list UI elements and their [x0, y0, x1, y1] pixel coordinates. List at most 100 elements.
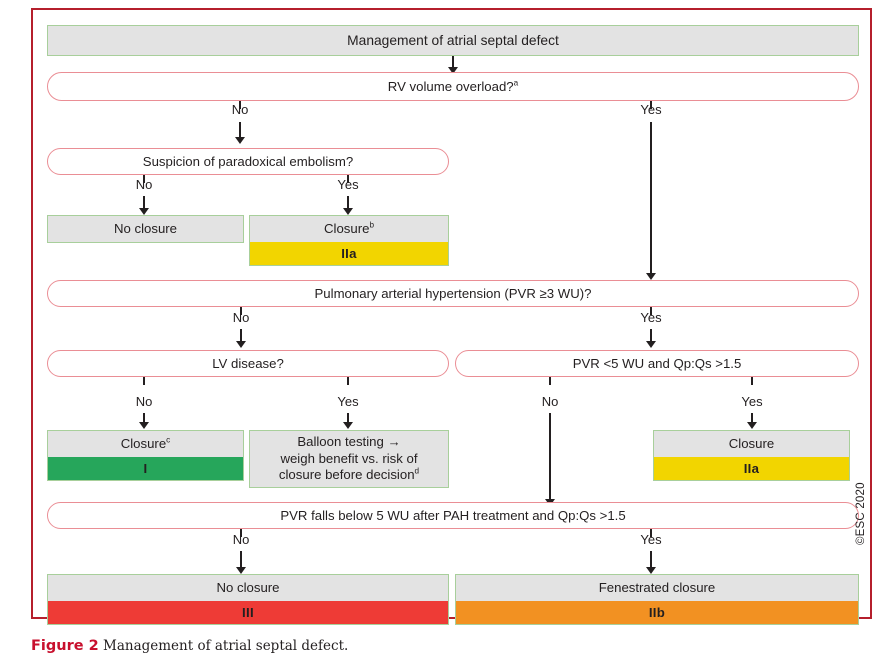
decision-pvr-text: PVR <5 WU and Qp:Qs >1.5	[572, 355, 742, 371]
outcome-no-closure-2-text: No closure	[216, 579, 280, 595]
copyright-notice: ©ESC 2020	[855, 482, 867, 545]
figure-number: Figure 2	[31, 638, 99, 654]
connector-rv-yes-long	[650, 122, 652, 275]
stub-pah-no	[240, 307, 242, 315]
connector-title-to-rv	[452, 56, 454, 69]
figure-caption: Figure 2 Management of atrial septal def…	[31, 638, 348, 654]
branch-label-falls-yes: Yes	[640, 532, 662, 547]
branch-label-lv-yes: Yes	[337, 394, 359, 409]
stub-rv-no	[239, 101, 241, 109]
outcome-no-closure-1[interactable]: No closure	[47, 215, 244, 243]
arrowhead-title-to-rv	[448, 67, 458, 74]
outcome-closure-c-body: Closurec	[48, 431, 243, 457]
branch-label-pah-no: No	[232, 310, 250, 325]
arrowhead-pah-no	[236, 341, 246, 348]
outcome-fenestrated-closure-body: Fenestrated closure	[456, 575, 858, 601]
figure-caption-body: Management of atrial septal defect.	[103, 638, 349, 654]
arrowhead-pvr-yes	[747, 422, 757, 429]
outcome-closure-b-text: Closure	[324, 220, 370, 236]
connector-embolism-yes	[347, 196, 349, 210]
connector-rv-no	[239, 122, 241, 139]
outcome-closure-c-sup: c	[166, 435, 171, 445]
status-badge-class-IIa-2: IIa	[654, 457, 849, 480]
stub-rv-yes	[650, 101, 652, 109]
outcome-closure-b-body: Closureb	[250, 216, 448, 242]
outcome-no-closure-1-text: No closure	[113, 220, 178, 236]
stub-pah-yes	[650, 307, 652, 315]
arrowhead-falls-no	[236, 567, 246, 574]
outcome-closure-right[interactable]: Closure IIa	[653, 430, 850, 481]
connector-pvr-no-long	[549, 413, 551, 501]
decision-lv-text: LV disease?	[212, 355, 284, 371]
outcome-closure-right-body: Closure	[654, 431, 849, 457]
stub-pvr-no	[549, 377, 551, 385]
arrowhead-pah-yes	[646, 341, 656, 348]
decision-embolism-text: Suspicion of paradoxical embolism?	[142, 153, 354, 169]
branch-label-pvr-no: No	[541, 394, 559, 409]
arrowhead-embolism-yes	[343, 208, 353, 215]
outcome-no-closure-2-body: No closure	[48, 575, 448, 601]
decision-pvr-falls-below-5wu[interactable]: PVR falls below 5 WU after PAH treatment…	[47, 502, 859, 529]
connector-falls-yes	[650, 551, 652, 569]
outcome-no-closure-2[interactable]: No closure III	[47, 574, 449, 625]
outcome-closure-right-text: Closure	[728, 435, 775, 451]
arrowhead-rv-no	[235, 137, 245, 144]
connector-pah-no	[240, 329, 242, 343]
arrowhead-lv-yes	[343, 422, 353, 429]
stub-lv-no	[143, 377, 145, 385]
status-badge-class-IIb: IIb	[456, 601, 858, 624]
branch-label-pvr-yes: Yes	[741, 394, 763, 409]
branch-label-embolism-yes: Yes	[337, 177, 359, 192]
outcome-closure-b[interactable]: Closureb IIa	[249, 215, 449, 266]
decision-pvr-qpqs[interactable]: PVR <5 WU and Qp:Qs >1.5	[455, 350, 859, 377]
outcome-balloon-testing-body: Balloon testing → weigh benefit vs. risk…	[250, 431, 448, 487]
status-badge-class-III: III	[48, 601, 448, 624]
branch-label-falls-no: No	[232, 532, 250, 547]
decision-pvr-falls-text: PVR falls below 5 WU after PAH treatment…	[280, 507, 626, 523]
stub-embolism-yes	[347, 175, 349, 183]
outcome-fenestrated-closure[interactable]: Fenestrated closure IIb	[455, 574, 859, 625]
balloon-line-1: Balloon testing →	[297, 433, 401, 449]
decision-rv-text: RV volume overload?	[387, 78, 514, 94]
branch-label-rv-no: No	[231, 102, 249, 117]
outcome-fenestrated-closure-text: Fenestrated closure	[598, 579, 716, 595]
stub-embolism-no	[143, 175, 145, 183]
outcome-no-closure-1-body: No closure	[48, 216, 243, 242]
balloon-line-2: weigh benefit vs. risk of	[280, 450, 418, 466]
decision-lv-disease[interactable]: LV disease?	[47, 350, 449, 377]
balloon-line-3-text: closure before decision	[278, 467, 415, 483]
outcome-closure-b-label: Closureb	[324, 221, 374, 238]
flowchart-title-text: Management of atrial septal defect	[347, 33, 559, 48]
branch-label-embolism-no: No	[135, 177, 153, 192]
connector-embolism-no	[143, 196, 145, 210]
balloon-line-3: closure before decisiond	[279, 467, 419, 484]
decision-rv-volume-overload[interactable]: RV volume overload?a	[47, 72, 859, 101]
connector-lv-yes	[347, 413, 349, 424]
decision-pulmonary-arterial-hypertension[interactable]: Pulmonary arterial hypertension (PVR ≥3 …	[47, 280, 859, 307]
figure-frame: Management of atrial septal defect RV vo…	[31, 8, 872, 625]
stub-pvr-yes	[751, 377, 753, 385]
status-badge-class-I: I	[48, 457, 243, 480]
flowchart-title: Management of atrial septal defect	[47, 25, 859, 56]
outcome-closure-c[interactable]: Closurec I	[47, 430, 244, 481]
connector-pah-yes	[650, 329, 652, 343]
decision-rv-sup: a	[513, 78, 519, 88]
branch-label-lv-no: No	[135, 394, 153, 409]
decision-paradoxical-embolism[interactable]: Suspicion of paradoxical embolism?	[47, 148, 449, 175]
outcome-closure-c-label: Closurec	[121, 436, 171, 453]
outcome-balloon-testing[interactable]: Balloon testing → weigh benefit vs. risk…	[249, 430, 449, 488]
stub-falls-yes	[650, 529, 652, 537]
arrowhead-embolism-no	[139, 208, 149, 215]
decision-rv-label: RV volume overload?a	[388, 79, 518, 94]
status-badge-class-IIa-1: IIa	[250, 242, 448, 265]
arrowhead-rv-yes	[646, 273, 656, 280]
connector-lv-no	[143, 413, 145, 424]
branch-label-rv-yes: Yes	[640, 102, 662, 117]
branch-label-pah-yes: Yes	[640, 310, 662, 325]
outcome-closure-b-sup: b	[369, 220, 374, 230]
connector-falls-no	[240, 551, 242, 569]
stub-falls-no	[240, 529, 242, 537]
arrowhead-falls-yes	[646, 567, 656, 574]
decision-pah-text: Pulmonary arterial hypertension (PVR ≥3 …	[314, 285, 592, 301]
stub-lv-yes	[347, 377, 349, 385]
